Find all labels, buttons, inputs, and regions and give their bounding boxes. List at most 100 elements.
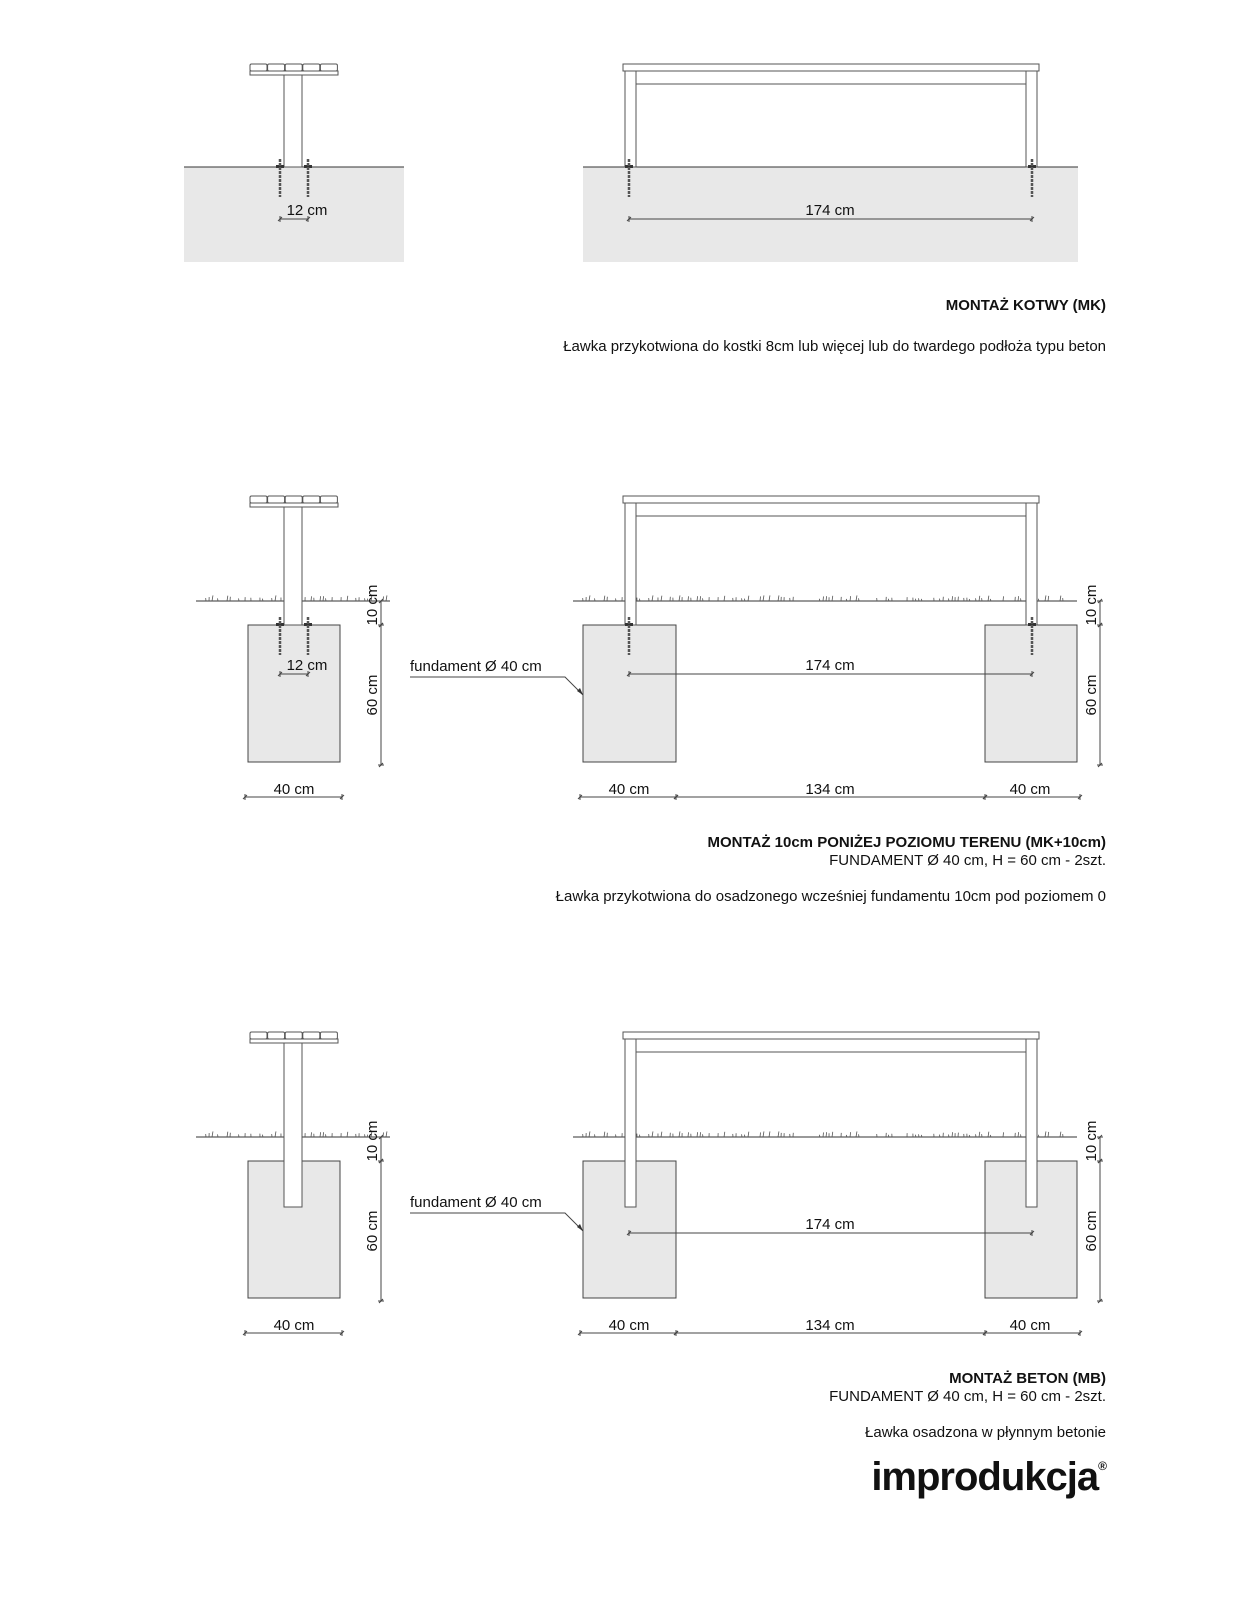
section-description: Ławka przykotwiona do osadzonego wcześni…: [555, 888, 1106, 905]
dimension-tick: [339, 1330, 345, 1336]
grass-blade: [887, 598, 890, 602]
grass-blade: [211, 595, 214, 602]
grass-blade: [1047, 1131, 1050, 1138]
dimension-tick: [242, 794, 248, 800]
anchor-plate: [1028, 623, 1036, 626]
dimension-label: 10 cm: [1083, 585, 1100, 626]
grass-blade: [1059, 1131, 1062, 1138]
dimension-tick: [1097, 1134, 1103, 1140]
grass-blade: [370, 595, 373, 602]
dimension-label: 12 cm: [287, 202, 328, 219]
dimension-tick: [378, 622, 384, 628]
leg-left: [624, 70, 637, 168]
grass-blade: [723, 595, 726, 602]
post: [283, 506, 303, 626]
anchor-plate: [304, 623, 312, 626]
grass-blade: [1044, 1131, 1047, 1138]
grass-blade: [948, 598, 950, 602]
section-title: MONTAŻ KOTWY (MK): [945, 297, 1106, 314]
grass-blade: [818, 598, 821, 602]
dimension-tick: [1097, 622, 1103, 628]
grass-blade: [274, 1131, 277, 1138]
dimension-label: fundament Ø 40 cm: [410, 658, 542, 675]
grass-blade: [914, 598, 917, 602]
grass-blade: [226, 1131, 229, 1138]
grass-blade: [987, 595, 990, 602]
dimension-tick: [378, 598, 384, 604]
dimension-tick: [305, 216, 311, 222]
dimension-tick: [1097, 1298, 1103, 1304]
dimension-tick: [626, 216, 632, 222]
grass-blade: [849, 1132, 852, 1138]
grass-blade: [660, 595, 663, 602]
seat-frame: [249, 70, 339, 76]
grass-blade: [951, 1132, 954, 1138]
dimension-tick: [1097, 1158, 1103, 1164]
grass-blade: [319, 1132, 322, 1138]
grass-blade: [651, 595, 654, 602]
seat-top: [622, 495, 1040, 504]
grass-blade: [951, 596, 954, 602]
grass-blade: [723, 1131, 726, 1138]
grass-blade: [845, 598, 848, 602]
grass-blade: [603, 595, 606, 602]
dimension-tick: [378, 1134, 384, 1140]
seat-plank: [319, 1031, 338, 1040]
dimension-tick: [626, 671, 632, 677]
dimension-tick: [378, 762, 384, 768]
dimension-label: 10 cm: [364, 585, 381, 626]
grass-blade: [687, 596, 689, 602]
dimension-label: fundament Ø 40 cm: [410, 1194, 542, 1211]
grass-blade: [699, 1132, 701, 1138]
grass-blade: [1037, 598, 1040, 602]
grass-blade: [385, 595, 388, 602]
grass-blade: [1047, 595, 1050, 602]
grass-blade: [978, 595, 981, 602]
grass-blade: [274, 595, 277, 602]
dimension-tick: [982, 794, 988, 800]
seat-plank: [284, 1031, 303, 1040]
grass-blade: [939, 598, 941, 602]
grass-blade: [262, 1134, 264, 1138]
post: [283, 1042, 303, 1208]
seat-plank: [249, 1031, 268, 1040]
grass-blade: [699, 596, 701, 602]
dimension-tick: [1029, 1230, 1035, 1236]
grass-blade: [849, 596, 852, 602]
grass-blade: [322, 596, 324, 602]
grass-blade: [310, 596, 312, 602]
grass-blade: [1002, 1132, 1004, 1138]
grass-blade: [367, 1134, 369, 1138]
grass-blade: [818, 1134, 821, 1138]
grass-blade: [370, 1131, 373, 1138]
grass-blade: [762, 595, 765, 602]
section-description: Ławka osadzona w płynnym betonie: [865, 1424, 1106, 1441]
seat-plank: [302, 1031, 321, 1040]
grass-blade: [747, 1131, 750, 1138]
grass-blade: [1017, 596, 1020, 602]
grass-blade: [696, 596, 699, 602]
dimension-tick: [1077, 794, 1083, 800]
dimension-label: 174 cm: [805, 1216, 854, 1233]
leg-right: [1025, 502, 1038, 626]
grass-blade: [968, 1134, 971, 1138]
grass-blade: [588, 1131, 591, 1138]
dimension-label: 10 cm: [364, 1121, 381, 1162]
grass-blade: [831, 595, 834, 602]
grass-blade: [914, 1134, 917, 1138]
seat-frame: [249, 502, 339, 508]
grass-blade: [768, 1131, 771, 1138]
grass-blade: [262, 598, 264, 602]
grass-blade: [1059, 595, 1062, 602]
grass-blade: [322, 1132, 324, 1138]
grass-blade: [978, 1131, 981, 1138]
dimension-tick: [673, 1330, 679, 1336]
dimension-tick: [1097, 598, 1103, 604]
grass-blade: [603, 1131, 606, 1138]
dimension-tick: [378, 1298, 384, 1304]
grass-blade: [696, 1132, 699, 1138]
grass-blade: [855, 1131, 858, 1138]
grass-blade: [1017, 1132, 1020, 1138]
